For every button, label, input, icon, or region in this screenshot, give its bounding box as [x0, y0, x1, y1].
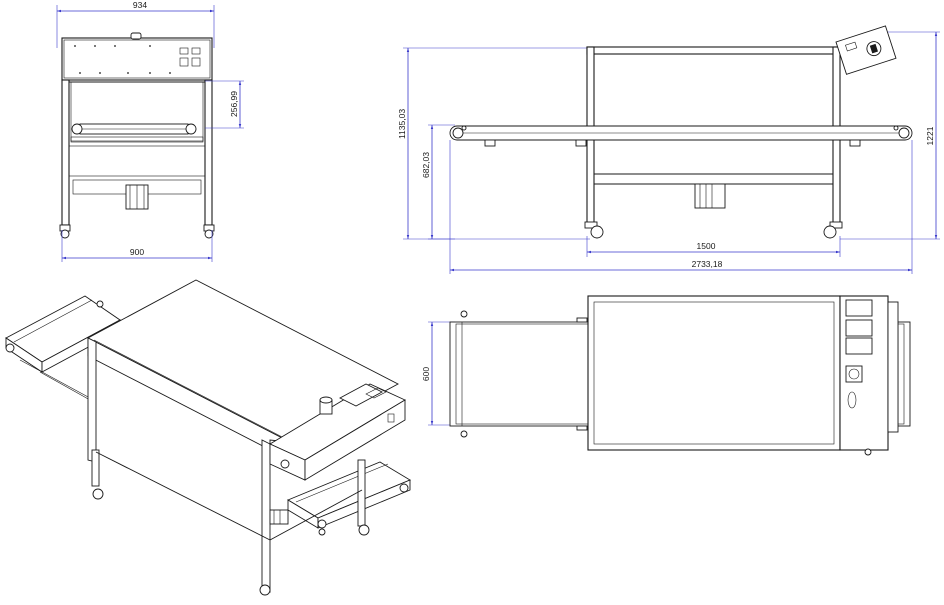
- dim-top-belt-width: 600: [421, 367, 431, 381]
- dim-front-bottom-width: 900: [130, 247, 144, 257]
- top-view: 600: [421, 295, 911, 456]
- dim-side-total-length: 2733,18: [692, 259, 723, 269]
- dim-front-belt-height: 256,99: [229, 91, 239, 117]
- front-view: 934: [56, 0, 244, 262]
- dim-front-top-width: 934: [133, 0, 147, 10]
- isometric-view: [5, 279, 411, 596]
- dim-side-total-height: 1135,03: [397, 109, 407, 139]
- front-panel-dots: [74, 45, 171, 74]
- side-view: 1135,03 682,03 1221: [397, 25, 940, 274]
- dim-side-belt-height: 682,03: [421, 152, 431, 178]
- dim-side-frame-length: 1500: [697, 241, 716, 251]
- dim-side-panel-height: 1221: [925, 126, 935, 145]
